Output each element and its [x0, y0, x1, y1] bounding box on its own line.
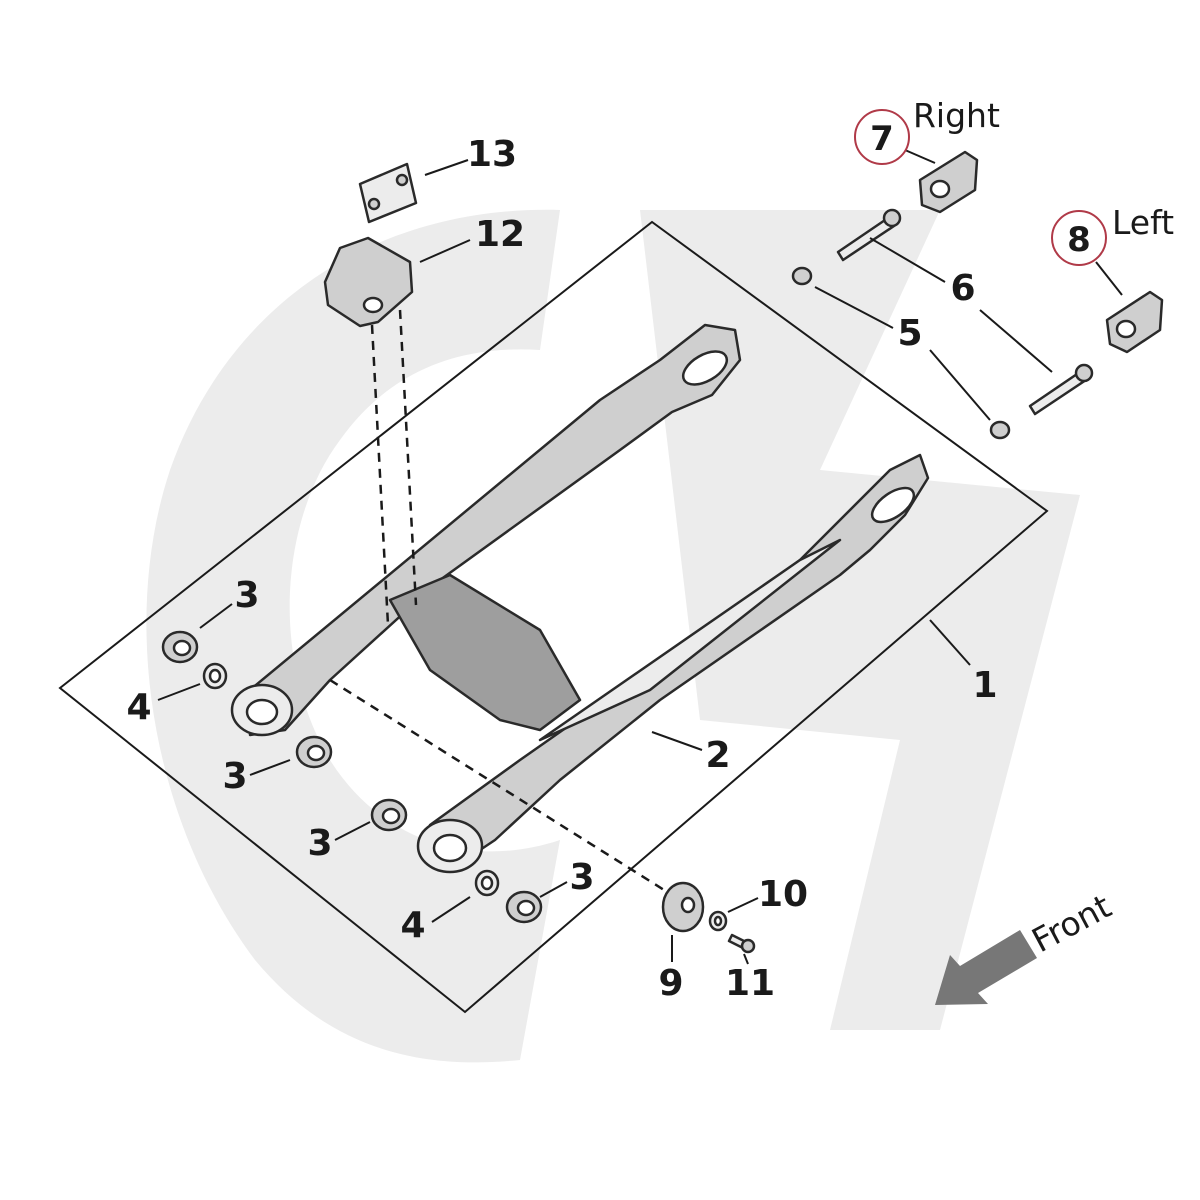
guard-plate-nut-b	[367, 197, 381, 211]
callout-7: 7	[870, 119, 894, 159]
callout-11: 11	[725, 963, 775, 1004]
leader-12	[419, 239, 471, 263]
guard-plate-nut-a	[395, 173, 409, 187]
front-label: Front	[1025, 886, 1117, 960]
nut-body	[791, 266, 813, 286]
callout-8-circle	[1051, 210, 1107, 266]
swingarm-axle-slot-left	[681, 350, 729, 386]
leader-11	[743, 953, 749, 965]
callout-3: 3	[234, 575, 259, 616]
callout-8: 8	[1067, 220, 1091, 260]
callout-6: 6	[950, 268, 975, 309]
leader-8	[1095, 261, 1123, 296]
bearing-inner	[381, 807, 401, 825]
leader-lines	[157, 149, 1123, 965]
leader-2	[651, 731, 703, 751]
bearing-3d	[505, 890, 543, 924]
right-label: Right	[913, 96, 1000, 135]
chain-guard	[323, 236, 414, 328]
watermark-logo	[146, 209, 1080, 1063]
leader-10	[727, 897, 759, 913]
leader-4a	[157, 683, 201, 701]
watermark-z-shape	[640, 210, 1080, 1030]
bearing-3a	[161, 630, 199, 664]
leader-13	[424, 159, 469, 176]
swingarm-cross-member	[388, 573, 582, 732]
pivot-bore-left	[245, 698, 279, 726]
callout-3: 3	[222, 756, 247, 797]
guard-plate	[358, 162, 418, 224]
nut-body	[989, 420, 1011, 440]
nut-5a	[791, 266, 813, 286]
leader-4b	[431, 896, 471, 923]
washer-4b	[474, 869, 500, 897]
leader-3a	[199, 603, 233, 629]
swingarm-axle-slot-right	[870, 486, 916, 524]
leader-6b	[979, 309, 1053, 373]
chain-adjuster-left	[1105, 290, 1164, 354]
washer-hole	[713, 915, 723, 927]
bearing-3c	[370, 798, 408, 832]
leader-5b	[929, 349, 991, 421]
screw-head	[740, 938, 756, 954]
callout-10: 10	[758, 874, 808, 915]
leader-7	[904, 149, 936, 164]
leader-3d	[539, 881, 568, 898]
callout-12: 12	[475, 214, 525, 255]
bearing-inner	[306, 744, 326, 762]
chain-guard-body	[323, 236, 414, 328]
bolt-6b	[1028, 363, 1094, 416]
pivot-axis-line	[329, 678, 681, 902]
bolt-6a	[836, 208, 902, 262]
callout-3: 3	[569, 857, 594, 898]
washer-10	[708, 910, 728, 932]
callout-4: 4	[126, 687, 151, 728]
callout-1: 1	[972, 665, 997, 706]
guard-plate-body	[358, 162, 418, 224]
callout-3: 3	[307, 823, 332, 864]
adjuster-body	[918, 150, 979, 214]
callout-8-group: 8 Left	[1051, 203, 1174, 266]
washer-hole	[208, 668, 222, 684]
pivot-bore-right	[432, 833, 468, 863]
kit-boundary-box	[58, 220, 1049, 1014]
washer-hole	[480, 875, 494, 891]
bearing-inner	[516, 899, 536, 917]
leader-6a	[869, 237, 946, 283]
washer-4a	[202, 662, 228, 690]
adjuster-body	[1105, 290, 1164, 354]
bearing-3b	[295, 735, 333, 769]
callout-7-group: 7 Right	[854, 96, 1000, 165]
leader-3c	[334, 821, 371, 841]
callout-13: 13	[467, 134, 517, 175]
left-label: Left	[1112, 203, 1174, 242]
swingarm-body	[230, 323, 930, 874]
swingarm-left-arm	[248, 323, 742, 737]
callout-4: 4	[400, 905, 425, 946]
callout-5: 5	[897, 313, 922, 354]
callout-2: 2	[705, 735, 730, 776]
bolt-head	[1074, 363, 1094, 383]
swingarm-right-arm-top	[538, 538, 842, 742]
pivot-cap-hole	[680, 896, 696, 914]
pivot-cap	[661, 881, 705, 933]
screw-11	[727, 933, 756, 954]
front-arrow-icon	[935, 930, 1037, 1005]
nut-5b	[989, 420, 1011, 440]
adjuster-hole	[1115, 319, 1137, 339]
bolt-head	[882, 208, 902, 228]
guard-mount-line-b	[398, 309, 418, 606]
callout-9: 9	[658, 963, 683, 1004]
leader-1	[929, 619, 971, 666]
callout-7-circle	[854, 109, 910, 165]
bearing-inner	[172, 639, 192, 657]
leader-5a	[814, 286, 894, 329]
chain-guard-hole	[362, 296, 384, 314]
chain-adjuster-right	[918, 150, 979, 214]
guard-mount-line-a	[370, 324, 390, 626]
adjuster-hole	[929, 179, 951, 199]
leader-3b	[249, 759, 291, 776]
